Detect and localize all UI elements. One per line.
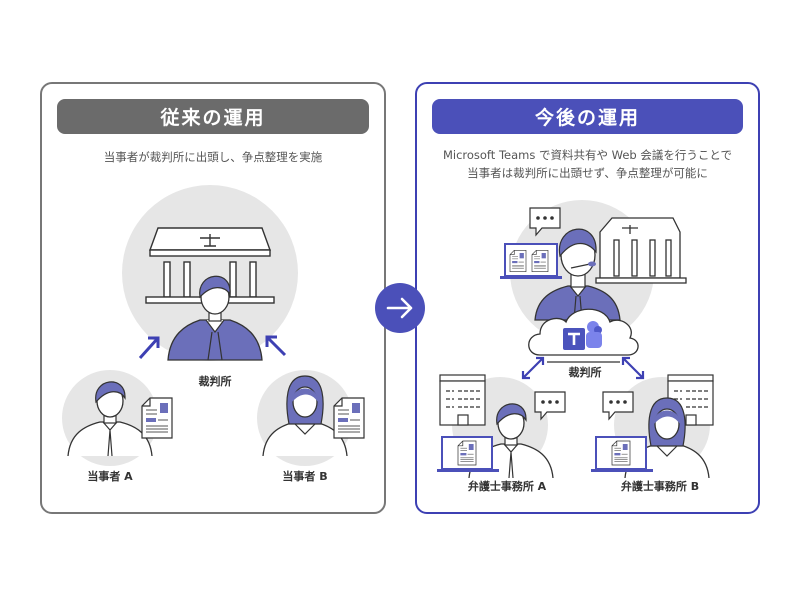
party-b-label: 当事者 B: [282, 469, 327, 483]
courthouse-icon: [595, 217, 687, 284]
laptop-icon: [437, 436, 499, 472]
headset-icon: [570, 263, 591, 269]
subtitle-line-1: Microsoft Teams で資料共有や Web 会議を行うことで: [442, 148, 733, 162]
judge-figure: [167, 275, 263, 361]
office-b-label: 弁護士事務所 B: [621, 479, 699, 493]
office-a-label: 弁護士事務所 A: [468, 479, 547, 493]
panel-subtitle: 当事者が裁判所に出頭し、争点整理を実施: [103, 150, 323, 164]
document-icon: [333, 397, 365, 439]
court-label: 裁判所: [569, 365, 602, 379]
laptop-icon: [591, 436, 653, 472]
court-label: 裁判所: [199, 374, 232, 388]
party-a-label: 当事者 A: [87, 469, 133, 483]
double-arrow-icon: [521, 356, 645, 380]
document-icon: [141, 397, 173, 439]
online-scene: 裁判所 弁護士事務所 A 弁護士事務所 B: [437, 200, 714, 493]
transition-arrow-icon: [375, 283, 425, 333]
panel-title: 今後の運用: [432, 99, 743, 134]
panel-title: 従来の運用: [57, 99, 369, 134]
laptop-icon: [500, 243, 562, 279]
teams-logo-icon: [563, 321, 602, 350]
subtitle-line-2: 当事者は裁判所に出頭せず、争点整理が可能に: [467, 166, 708, 180]
court-scene: 裁判所 当事者 A 当事者 B: [62, 185, 365, 483]
panel-subtitle: Microsoft Teams で資料共有や Web 会議を行うことで 当事者は…: [417, 146, 758, 182]
arrow-icon: [138, 335, 287, 360]
office-building-icon: [439, 374, 486, 426]
